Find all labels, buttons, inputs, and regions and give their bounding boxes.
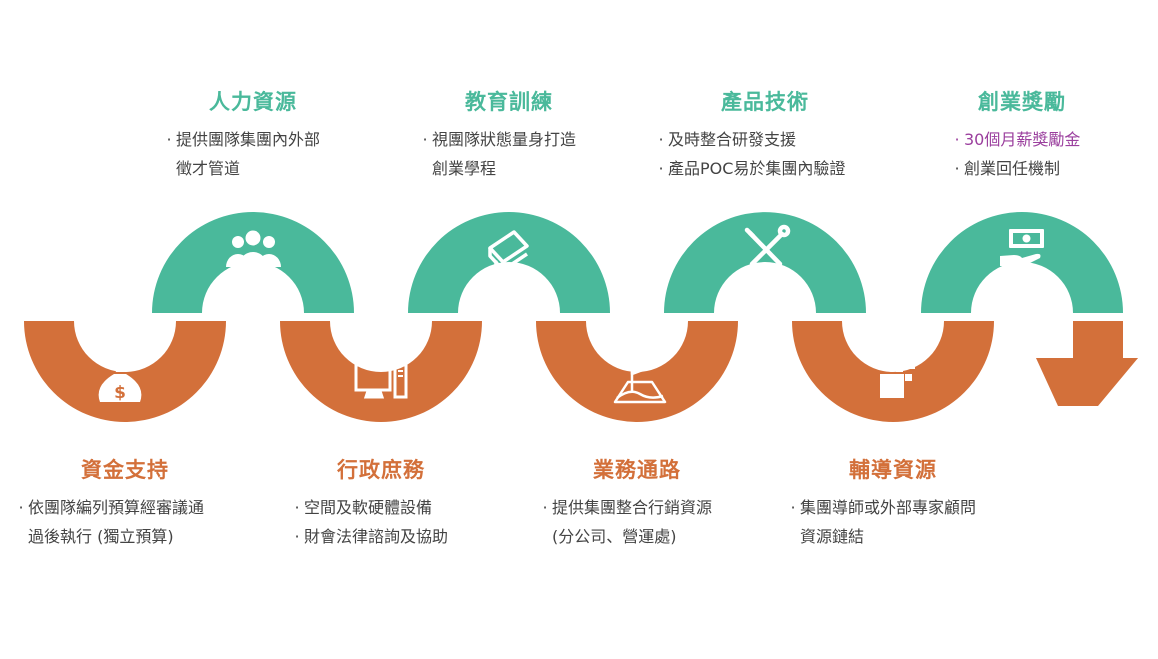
stage-title: 業務通路 — [593, 458, 681, 482]
list-item: ·提供團隊集團內外部徵才管道 — [166, 130, 321, 178]
list-item: ·視團隊狀態量身打造創業學程 — [422, 130, 577, 178]
list-item: ·及時整合研發支援 — [658, 130, 797, 149]
arch-reward — [921, 212, 1123, 313]
stage-description: ·空間及軟硬體設備 ·財會法律諮詢及協助 — [290, 493, 448, 551]
stage-description: ·提供團隊集團內外部徵才管道 — [162, 125, 320, 183]
list-item: ·空間及軟硬體設備 — [294, 498, 433, 517]
list-item: ·提供集團整合行銷資源(分公司、營運處) — [542, 498, 713, 546]
stage-title: 輔導資源 — [849, 458, 937, 482]
arch-training — [408, 212, 610, 313]
map-flag-icon — [613, 360, 667, 404]
down-arrow-tip — [1036, 358, 1138, 406]
arch-admin — [280, 321, 482, 422]
money-bag-icon: $ — [98, 362, 142, 403]
puzzle-blocks-icon — [880, 354, 915, 398]
stage-description: ·及時整合研發支援 ·產品POC易於集團內驗證 — [654, 125, 845, 183]
stage-description: ·提供集團整合行銷資源(分公司、營運處) — [538, 493, 712, 551]
computer-icon — [354, 363, 408, 399]
arch-tech — [664, 212, 866, 313]
people-icon — [226, 230, 281, 268]
list-item: ·創業回任機制 — [954, 159, 1061, 178]
list-item: ·依團隊編列預算經審議通過後執行 (獨立預算) — [18, 498, 205, 546]
stage-description: ·30個月薪獎勵金 ·創業回任機制 — [950, 125, 1080, 183]
list-item: ·財會法律諮詢及協助 — [294, 527, 449, 546]
arch-funding — [24, 321, 226, 422]
arch-hr — [152, 212, 354, 313]
stage-description: ·依團隊編列預算經審議通過後執行 (獨立預算) — [14, 493, 204, 551]
book-icon — [488, 230, 529, 272]
list-item: ·30個月薪獎勵金 — [954, 130, 1081, 149]
cash-hand-icon — [1000, 229, 1044, 266]
stage-title: 教育訓練 — [465, 90, 553, 114]
list-item: ·集團導師或外部專家顧問資源鏈結 — [790, 498, 977, 546]
stage-description: ·視團隊狀態量身打造創業學程 — [418, 125, 576, 183]
stage-title: 行政庶務 — [337, 458, 425, 482]
stage-title: 資金支持 — [81, 458, 169, 482]
tools-icon — [744, 224, 791, 267]
stage-title: 人力資源 — [209, 90, 297, 114]
arch-mentor — [792, 321, 994, 422]
stage-description: ·集團導師或外部專家顧問資源鏈結 — [786, 493, 976, 551]
svg-text:$: $ — [114, 383, 126, 403]
stage-title: 產品技術 — [721, 90, 809, 114]
arch-sales — [536, 321, 738, 422]
stage-title: 創業獎勵 — [978, 90, 1066, 114]
list-item: ·產品POC易於集團內驗證 — [658, 159, 846, 178]
